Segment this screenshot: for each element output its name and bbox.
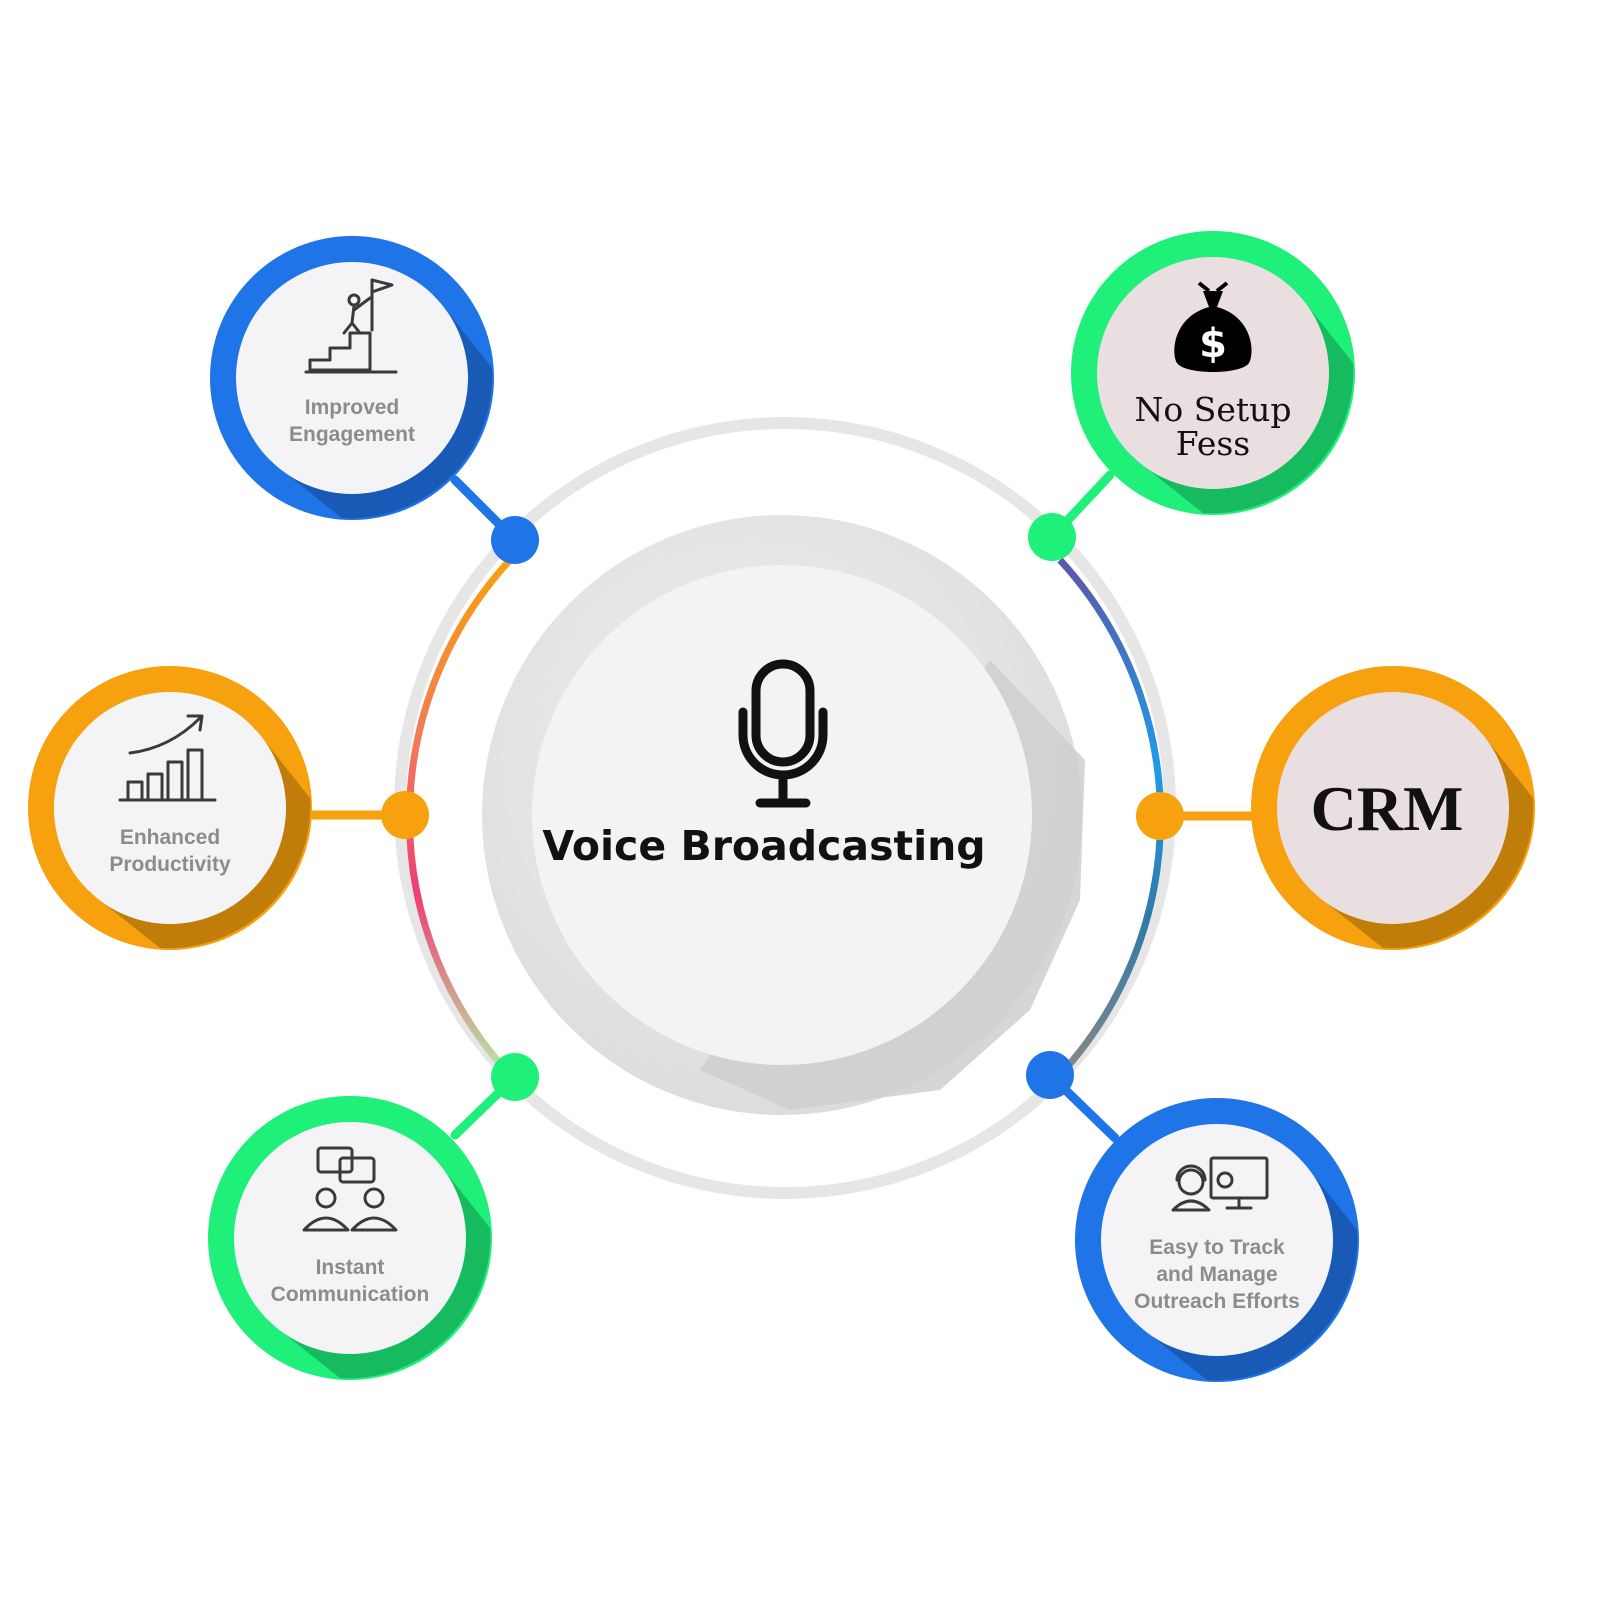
node-label: CRM (1311, 773, 1464, 844)
node-crm: CRM (1251, 666, 1535, 950)
node-plate (1277, 692, 1509, 924)
connector-dot-easy-track (1026, 1051, 1074, 1099)
support-monitor-icon (1171, 1156, 1269, 1212)
connector-dot-crm (1136, 792, 1184, 840)
node-plate (236, 262, 468, 494)
feature-nodes: ImprovedEngagementEnhancedProductivityIn… (28, 231, 1535, 1382)
node-label-line: Outreach Efforts (1134, 1290, 1300, 1313)
node-plate (1101, 1124, 1333, 1356)
node-label-line: Productivity (109, 853, 231, 876)
connector-dot-improved-engagement (491, 516, 539, 564)
microphone-icon (738, 659, 828, 808)
center-title: Voice Broadcasting (542, 822, 985, 870)
node-label-line: Enhanced (120, 826, 220, 849)
node-label-line: and Manage (1156, 1263, 1277, 1286)
node-plate (54, 692, 286, 924)
connector-dot-enhanced-productivity (381, 791, 429, 839)
connector-dot-instant-communication (491, 1053, 539, 1101)
node-plate (234, 1122, 466, 1354)
node-label-line: No Setup (1134, 390, 1291, 429)
node-label-line: Instant (316, 1256, 385, 1279)
money-bag-shape: $ (1174, 281, 1252, 372)
connector-dot-no-setup-fees (1028, 513, 1076, 561)
connectors (307, 470, 1255, 1143)
growth-bar-chart-icon (118, 714, 217, 802)
people-chat-icon (302, 1146, 398, 1232)
node-plate (1097, 257, 1329, 489)
node-label-line: Engagement (289, 423, 415, 446)
center-plate-inner (532, 565, 1032, 1065)
node-label-line: Improved (305, 396, 400, 419)
climb-to-flag-icon (304, 278, 398, 374)
node-label-line: Communication (271, 1283, 430, 1306)
dollar-sign-icon: $ (1199, 321, 1227, 367)
node-label-line: Fess (1176, 424, 1251, 463)
node-label-line: Easy to Track (1149, 1236, 1285, 1259)
